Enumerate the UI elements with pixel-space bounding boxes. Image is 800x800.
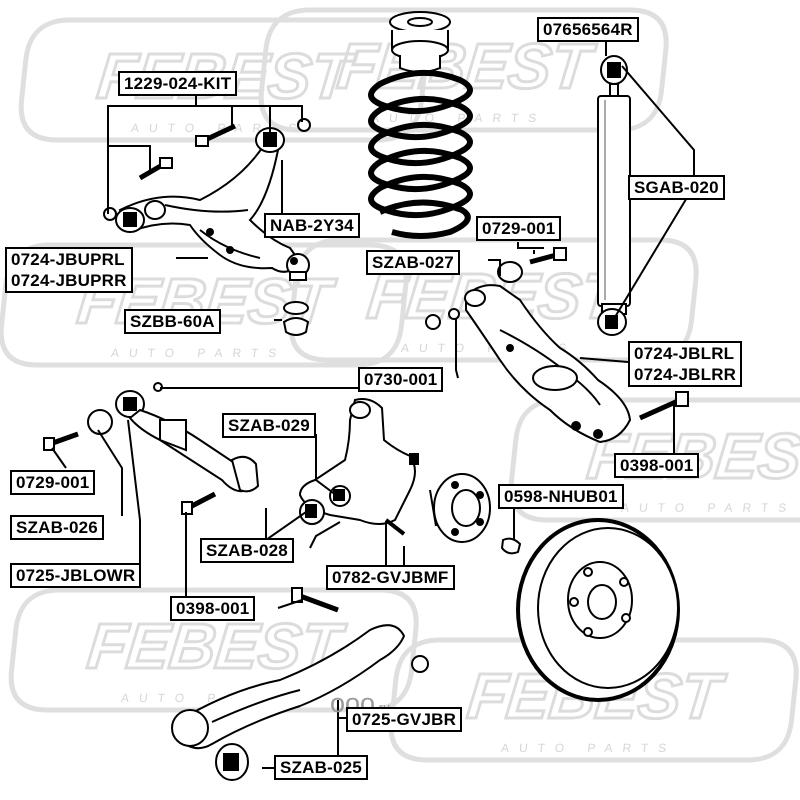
lower-arm-right <box>425 247 689 444</box>
label-szbb-60a[interactable]: SZBB-60A <box>124 309 221 334</box>
rear-lower-arm <box>43 382 260 493</box>
label-0725-gvjbr[interactable]: 0725-GVJBR <box>346 707 463 732</box>
label-0730-001[interactable]: 0730-001 <box>358 367 444 392</box>
trailing-rod <box>171 587 429 781</box>
label-07656564r[interactable]: 07656564R <box>537 17 639 42</box>
steering-knuckle <box>181 398 419 536</box>
label-szab-029[interactable]: SZAB-029 <box>222 413 316 438</box>
watermark-tagline: AUTO PARTS <box>370 111 547 125</box>
label-szab-026[interactable]: SZAB-026 <box>10 515 104 540</box>
label-szab-028[interactable]: SZAB-028 <box>200 538 294 563</box>
label-0724-jblrr: 0724-JBLRR <box>634 365 737 384</box>
label-0724-jbuprl: 0724-JBUPRL <box>11 250 125 269</box>
label-1229-024-kit[interactable]: 1229-024-KIT <box>118 71 238 96</box>
brake-drum <box>516 518 680 702</box>
shock-absorber <box>597 55 631 336</box>
label-szab-027[interactable]: SZAB-027 <box>366 250 460 275</box>
label-0398-001-right[interactable]: 0398-001 <box>614 453 700 478</box>
label-0782-gvjbmf[interactable]: 0782-GVJBMF <box>326 565 455 590</box>
label-0724-jblrl: 0724-JBLRL <box>634 344 735 363</box>
label-0724-jbuprl-jbuprr[interactable]: 0724-JBUPRL 0724-JBUPRR <box>5 247 133 293</box>
label-nab-2y34[interactable]: NAB-2Y34 <box>264 213 360 238</box>
watermark-tagline: AUTO PARTS <box>500 741 677 755</box>
watermark-tagline: AUTO PARTS <box>620 501 797 515</box>
label-0729-001-left[interactable]: 0729-001 <box>10 470 96 495</box>
label-0398-001-left[interactable]: 0398-001 <box>170 596 256 621</box>
coil-spring <box>368 11 473 239</box>
label-sgab-020[interactable]: SGAB-020 <box>628 175 725 200</box>
label-0729-001-top[interactable]: 0729-001 <box>476 216 562 241</box>
label-0724-jbuprr: 0724-JBUPRR <box>11 271 127 290</box>
label-0598-nhub01[interactable]: 0598-NHUB01 <box>498 484 624 509</box>
watermark-tagline: AUTO PARTS <box>110 346 287 360</box>
label-0724-jblrl-jblrr[interactable]: 0724-JBLRL 0724-JBLRR <box>628 341 743 387</box>
label-szab-025[interactable]: SZAB-025 <box>274 755 368 780</box>
label-0725-jblowr[interactable]: 0725-JBLOWR <box>10 563 142 588</box>
wheel-hub <box>429 473 522 555</box>
